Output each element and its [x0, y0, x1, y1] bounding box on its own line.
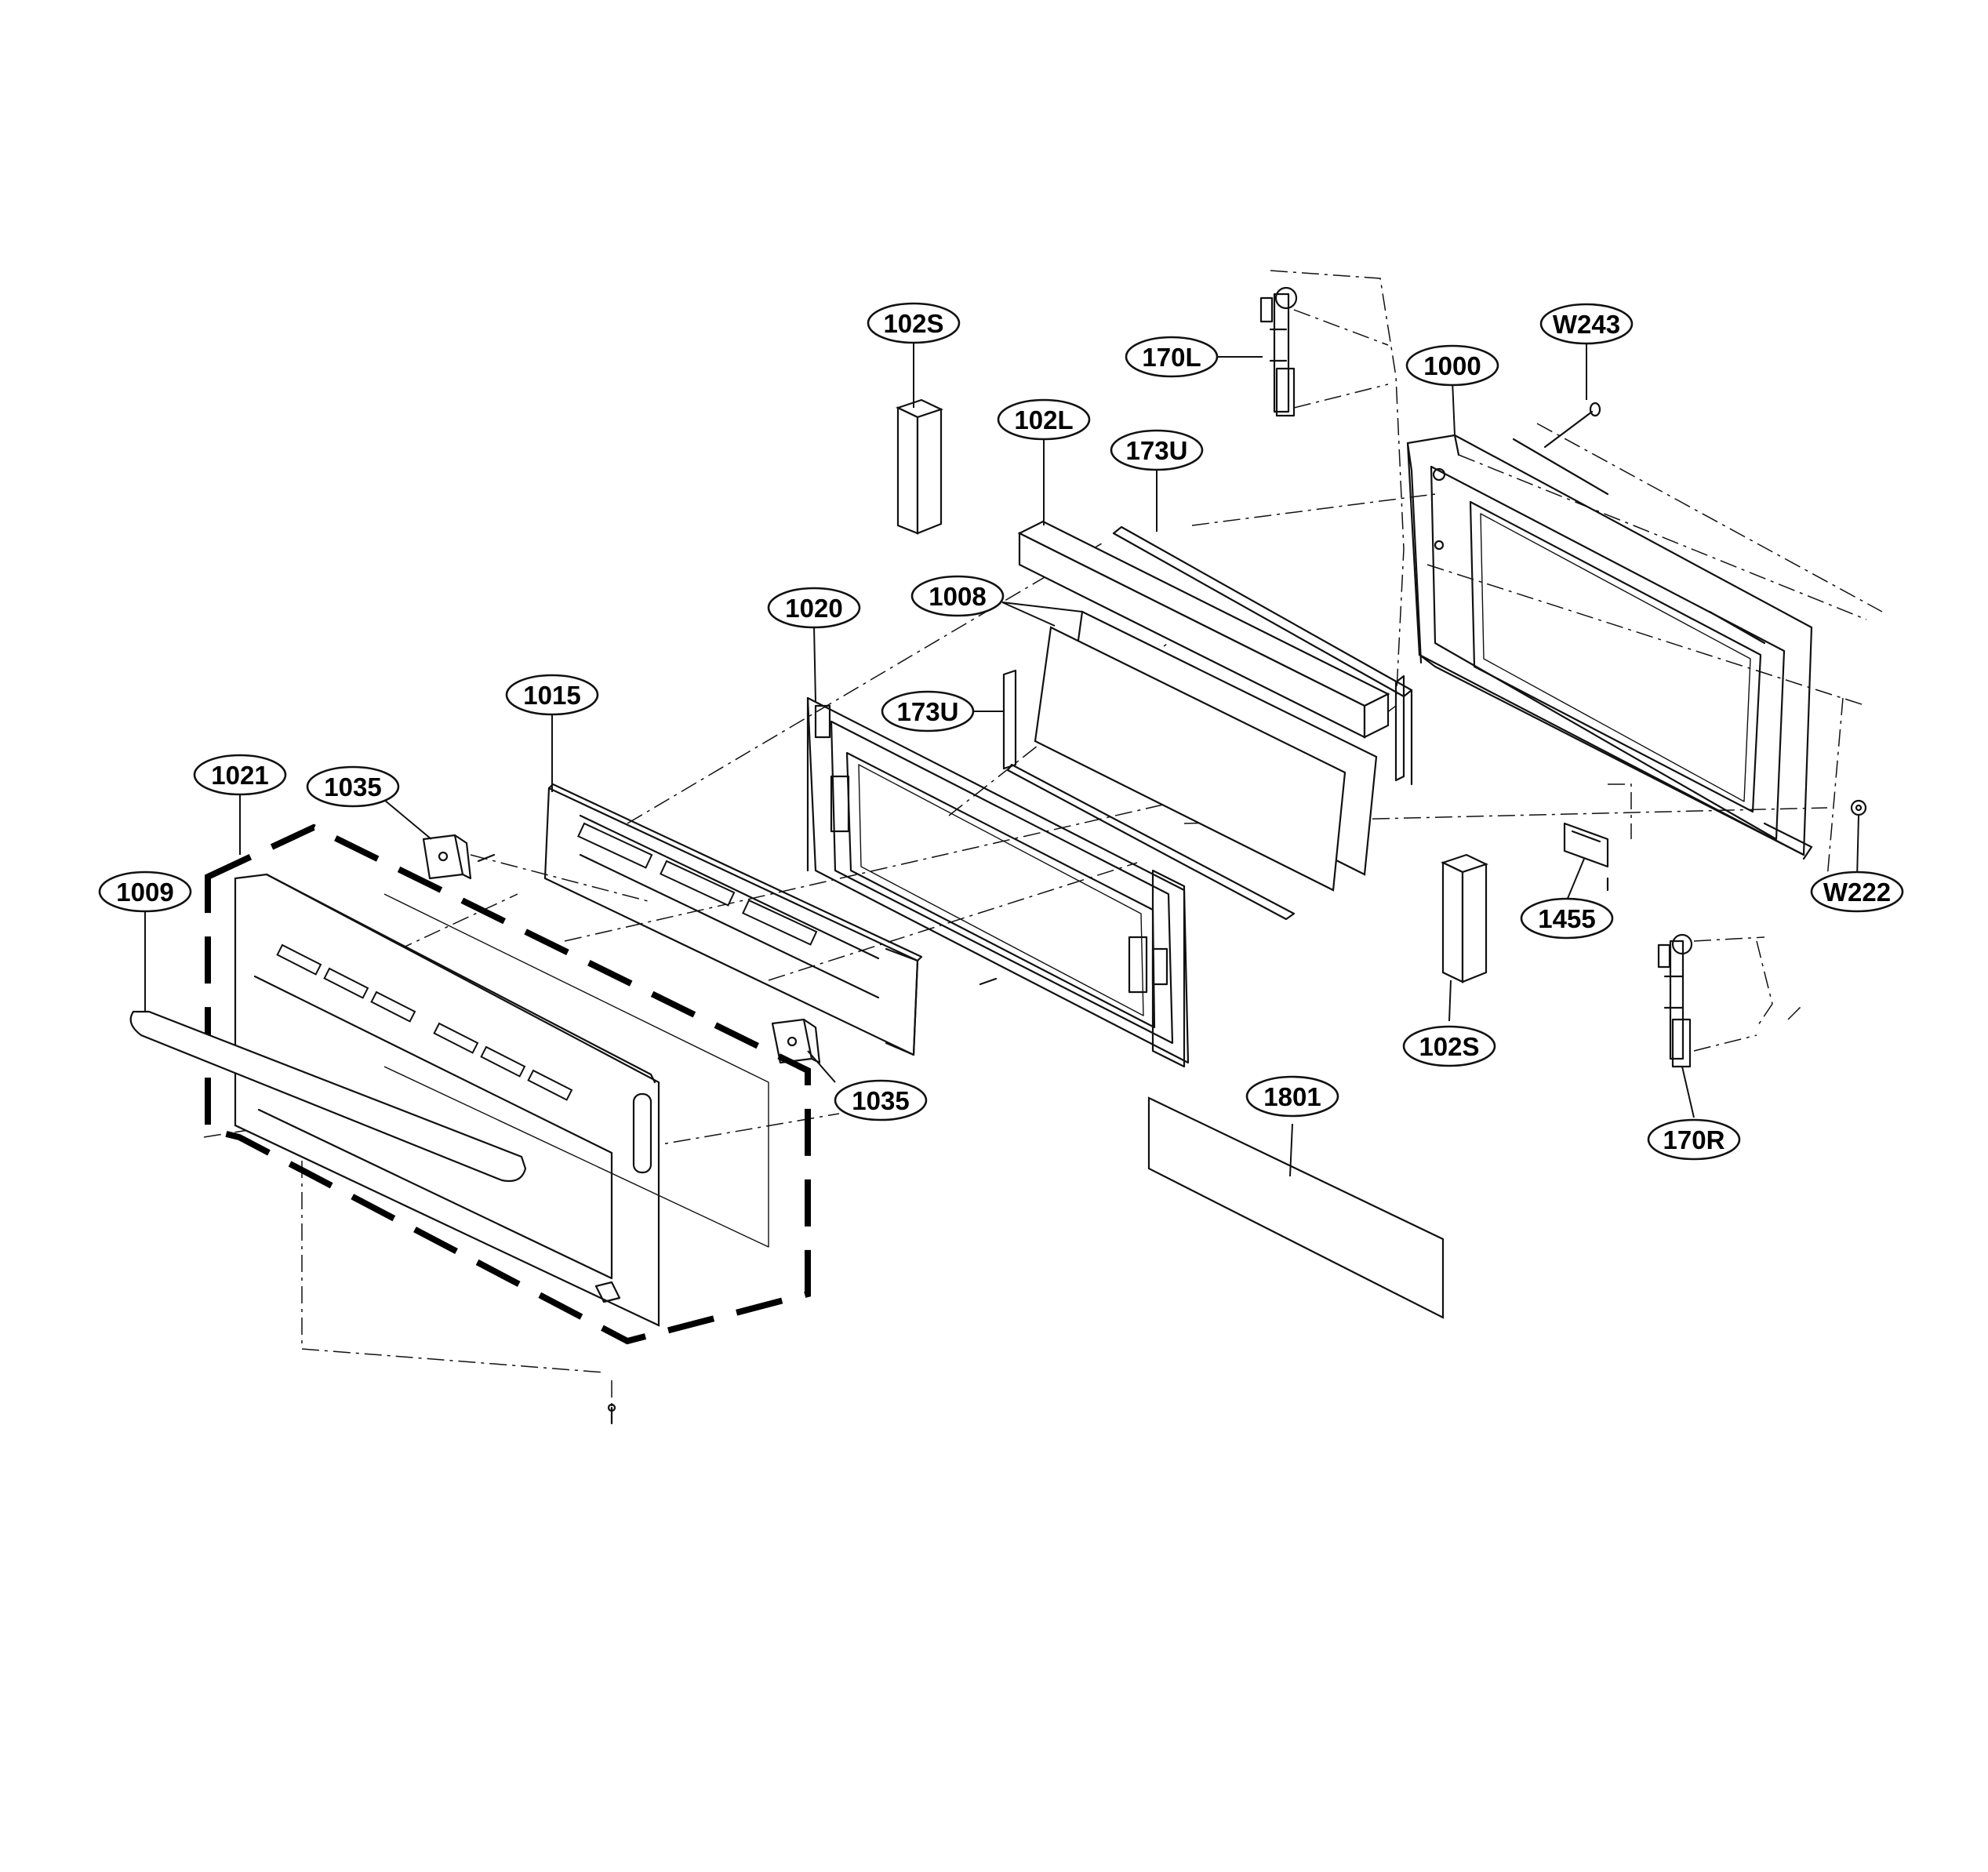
- svg-text:173U: 173U: [897, 697, 959, 726]
- callout-1035-left: 1035: [306, 765, 400, 808]
- label-sheet-1801: [1147, 1096, 1445, 1319]
- callout-1455: 1455: [1520, 897, 1614, 940]
- callout-1020: 1020: [767, 587, 861, 629]
- callout-w222: W222: [1810, 871, 1904, 913]
- svg-text:1801: 1801: [1263, 1082, 1321, 1111]
- svg-text:1035: 1035: [852, 1086, 909, 1115]
- svg-text:173U: 173U: [1126, 436, 1188, 465]
- door-handle: [129, 1010, 527, 1183]
- bracket-1035-left: [422, 834, 496, 880]
- svg-text:1455: 1455: [1538, 904, 1595, 933]
- callout-1000: 1000: [1405, 344, 1499, 387]
- inner-door-panel-1000: [1406, 434, 1813, 860]
- insulation-block-102s-top: [896, 398, 943, 535]
- callout-1021: 1021: [193, 754, 287, 796]
- callout-170l: 170L: [1125, 336, 1219, 378]
- hinge-bracket-170r: [1657, 933, 1693, 1068]
- leader-lines: [144, 342, 1859, 1177]
- callout-102l: 102L: [997, 398, 1091, 441]
- svg-text:102S: 102S: [1419, 1032, 1479, 1061]
- callout-1035-right: 1035: [834, 1079, 928, 1121]
- bottom-screw: [607, 1403, 616, 1425]
- svg-text:1035: 1035: [324, 772, 381, 802]
- callout-170r: 170R: [1647, 1118, 1741, 1161]
- door-frame-1020: [806, 696, 1190, 1068]
- bracket-1035-right: [771, 977, 998, 1064]
- svg-text:1020: 1020: [785, 594, 842, 623]
- insulation-block-102l: [1017, 520, 1390, 739]
- svg-text:1015: 1015: [523, 681, 580, 710]
- outer-door-1009: [234, 873, 769, 1327]
- callout-1015: 1015: [505, 674, 599, 716]
- svg-text:1008: 1008: [929, 582, 986, 611]
- callout-1009: 1009: [98, 871, 192, 913]
- insulation-block-102s-bottom: [1441, 853, 1488, 983]
- svg-text:102L: 102L: [1014, 405, 1073, 434]
- callout-1008: 1008: [910, 575, 1005, 617]
- svg-text:170R: 170R: [1663, 1125, 1725, 1154]
- callout-w243: W243: [1539, 303, 1634, 345]
- callout-1801: 1801: [1245, 1075, 1339, 1118]
- svg-text:1021: 1021: [211, 761, 268, 790]
- svg-text:102S: 102S: [883, 309, 943, 338]
- svg-text:W243: W243: [1553, 310, 1620, 339]
- vent-panel-1015: [543, 783, 923, 1056]
- hinge-bracket-170l: [1259, 286, 1298, 417]
- svg-text:170L: 170L: [1142, 343, 1201, 372]
- callout-173u-top: 173U: [1110, 429, 1204, 471]
- callout-102s-bottom: 102S: [1402, 1025, 1496, 1067]
- clip-1455: [1563, 822, 1609, 892]
- glass-panes-1008: [1034, 610, 1378, 892]
- upper-rail-173u-top: [1112, 525, 1413, 786]
- svg-text:1009: 1009: [116, 878, 173, 907]
- screw-w222: [1850, 799, 1867, 816]
- upper-rail-173u-mid: [1002, 669, 1296, 921]
- callout-173u-mid: 173U: [881, 690, 975, 732]
- screw-w243: [1543, 402, 1601, 449]
- callout-102s-top: 102S: [867, 302, 961, 344]
- svg-text:W222: W222: [1823, 878, 1891, 907]
- svg-text:1000: 1000: [1423, 351, 1481, 380]
